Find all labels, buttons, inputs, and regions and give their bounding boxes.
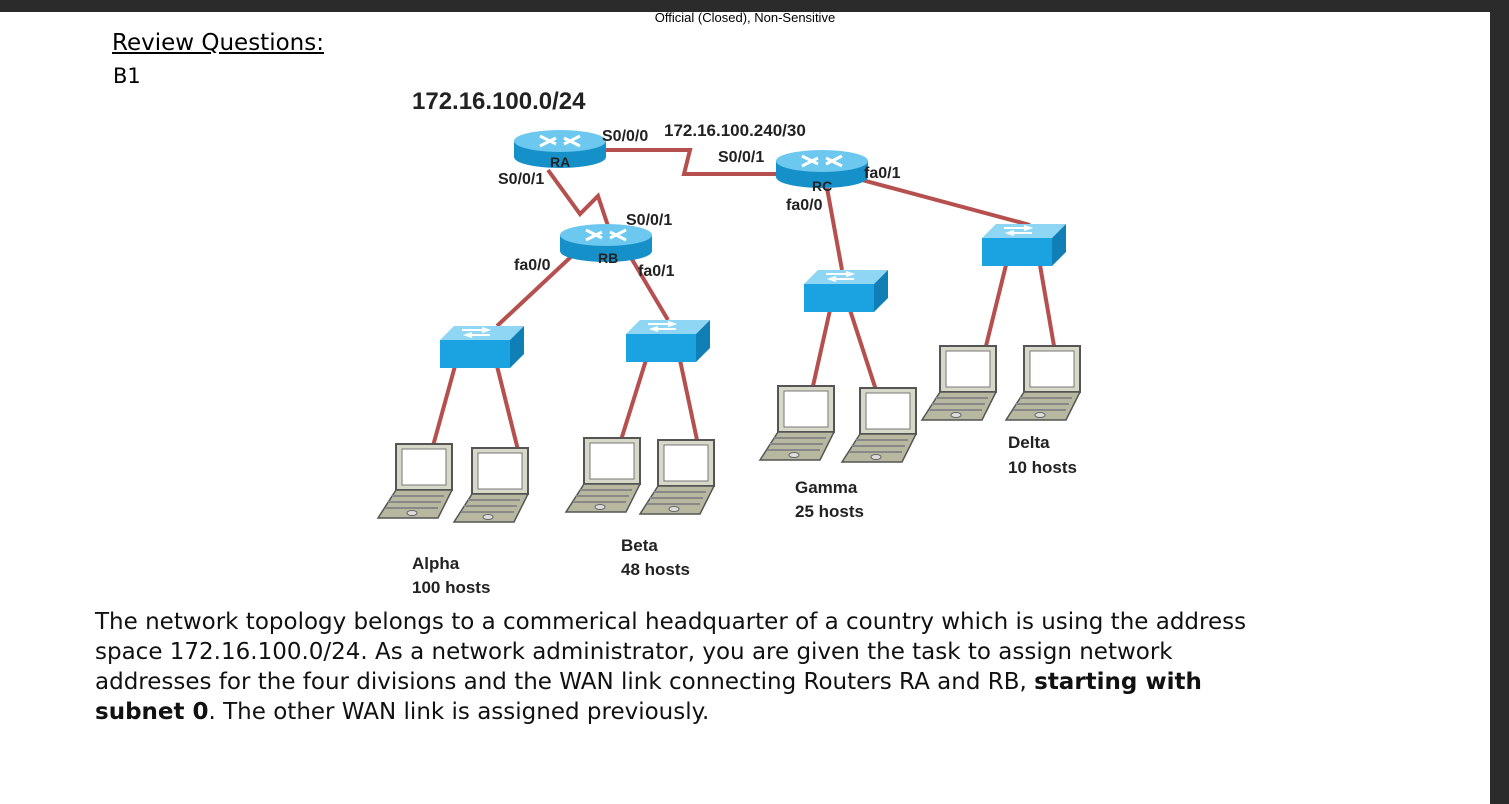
paragraph-part-2: . The other WAN link is assigned previou… bbox=[208, 699, 710, 725]
wan-link-label: 172.16.100.240/30 bbox=[664, 121, 806, 140]
document-page bbox=[0, 12, 1490, 804]
gamma-laptop2-link bbox=[848, 309, 878, 391]
laptop-delta-2 bbox=[1005, 345, 1081, 421]
router-rc[interactable]: RC bbox=[774, 148, 870, 194]
laptop-beta-1 bbox=[565, 437, 641, 513]
gamma-hosts: 25 hosts bbox=[795, 502, 864, 521]
rc-s001-label: S0/0/1 bbox=[718, 149, 764, 166]
gamma-name: Gamma bbox=[795, 478, 858, 497]
rb-fa00-label: fa0/0 bbox=[514, 257, 551, 274]
alpha-hosts: 100 hosts bbox=[412, 578, 490, 597]
laptop-alpha-1 bbox=[377, 443, 453, 519]
beta-hosts: 48 hosts bbox=[621, 560, 690, 579]
rb-beta-link bbox=[628, 254, 670, 322]
ra-rb-wan-link bbox=[546, 168, 614, 239]
beta-laptop1-link bbox=[619, 359, 648, 441]
review-questions-heading: Review Questions: bbox=[112, 30, 324, 56]
router-rc-label: RC bbox=[812, 178, 832, 194]
scrollbar[interactable] bbox=[1490, 12, 1509, 804]
router-ra[interactable]: RA bbox=[512, 128, 608, 170]
classification-label: Official (Closed), Non-Sensitive bbox=[654, 10, 836, 25]
laptop-alpha-2 bbox=[453, 447, 529, 523]
switch-beta[interactable] bbox=[625, 319, 711, 363]
alpha-name: Alpha bbox=[412, 554, 460, 573]
gamma-laptop1-link bbox=[811, 309, 832, 387]
beta-name: Beta bbox=[621, 536, 658, 555]
alpha-laptop1-link bbox=[431, 365, 457, 447]
question-id: B1 bbox=[113, 64, 141, 88]
switch-delta[interactable] bbox=[981, 223, 1067, 267]
switch-gamma[interactable] bbox=[803, 269, 889, 313]
router-rb[interactable]: RB bbox=[558, 222, 654, 266]
paragraph-bold: starting with subnet 0 bbox=[95, 669, 1202, 725]
rc-fa00-label: fa0/0 bbox=[786, 197, 823, 214]
rb-fa01-label: fa0/1 bbox=[638, 263, 675, 280]
laptop-delta-1 bbox=[921, 345, 997, 421]
laptop-gamma-2 bbox=[841, 387, 917, 463]
paragraph-part-1: The network topology belongs to a commer… bbox=[95, 609, 1247, 695]
ra-rc-wan-link bbox=[600, 148, 800, 176]
delta-laptop1-link bbox=[984, 264, 1008, 347]
rc-gamma-link bbox=[825, 187, 844, 271]
question-paragraph: The network topology belongs to a commer… bbox=[95, 607, 1295, 727]
ra-s001-label: S0/0/1 bbox=[498, 171, 544, 188]
switch-alpha[interactable] bbox=[439, 325, 525, 369]
rc-fa01-label: fa0/1 bbox=[864, 165, 901, 182]
router-ra-label: RA bbox=[550, 154, 570, 170]
delta-hosts: 10 hosts bbox=[1008, 458, 1077, 477]
delta-name: Delta bbox=[1008, 433, 1050, 452]
laptop-beta-2 bbox=[639, 439, 715, 515]
ra-s000-label: S0/0/0 bbox=[602, 128, 648, 145]
address-space-label: 172.16.100.0/24 bbox=[412, 88, 586, 115]
delta-laptop2-link bbox=[1038, 264, 1056, 347]
router-rb-label: RB bbox=[598, 250, 618, 266]
rb-s001-label: S0/0/1 bbox=[626, 212, 672, 229]
alpha-laptop2-link bbox=[495, 365, 520, 451]
rc-delta-link bbox=[861, 178, 1031, 227]
rb-alpha-link bbox=[495, 251, 577, 328]
network-links bbox=[431, 148, 1056, 451]
laptop-gamma-1 bbox=[759, 385, 835, 461]
beta-laptop2-link bbox=[678, 359, 699, 441]
